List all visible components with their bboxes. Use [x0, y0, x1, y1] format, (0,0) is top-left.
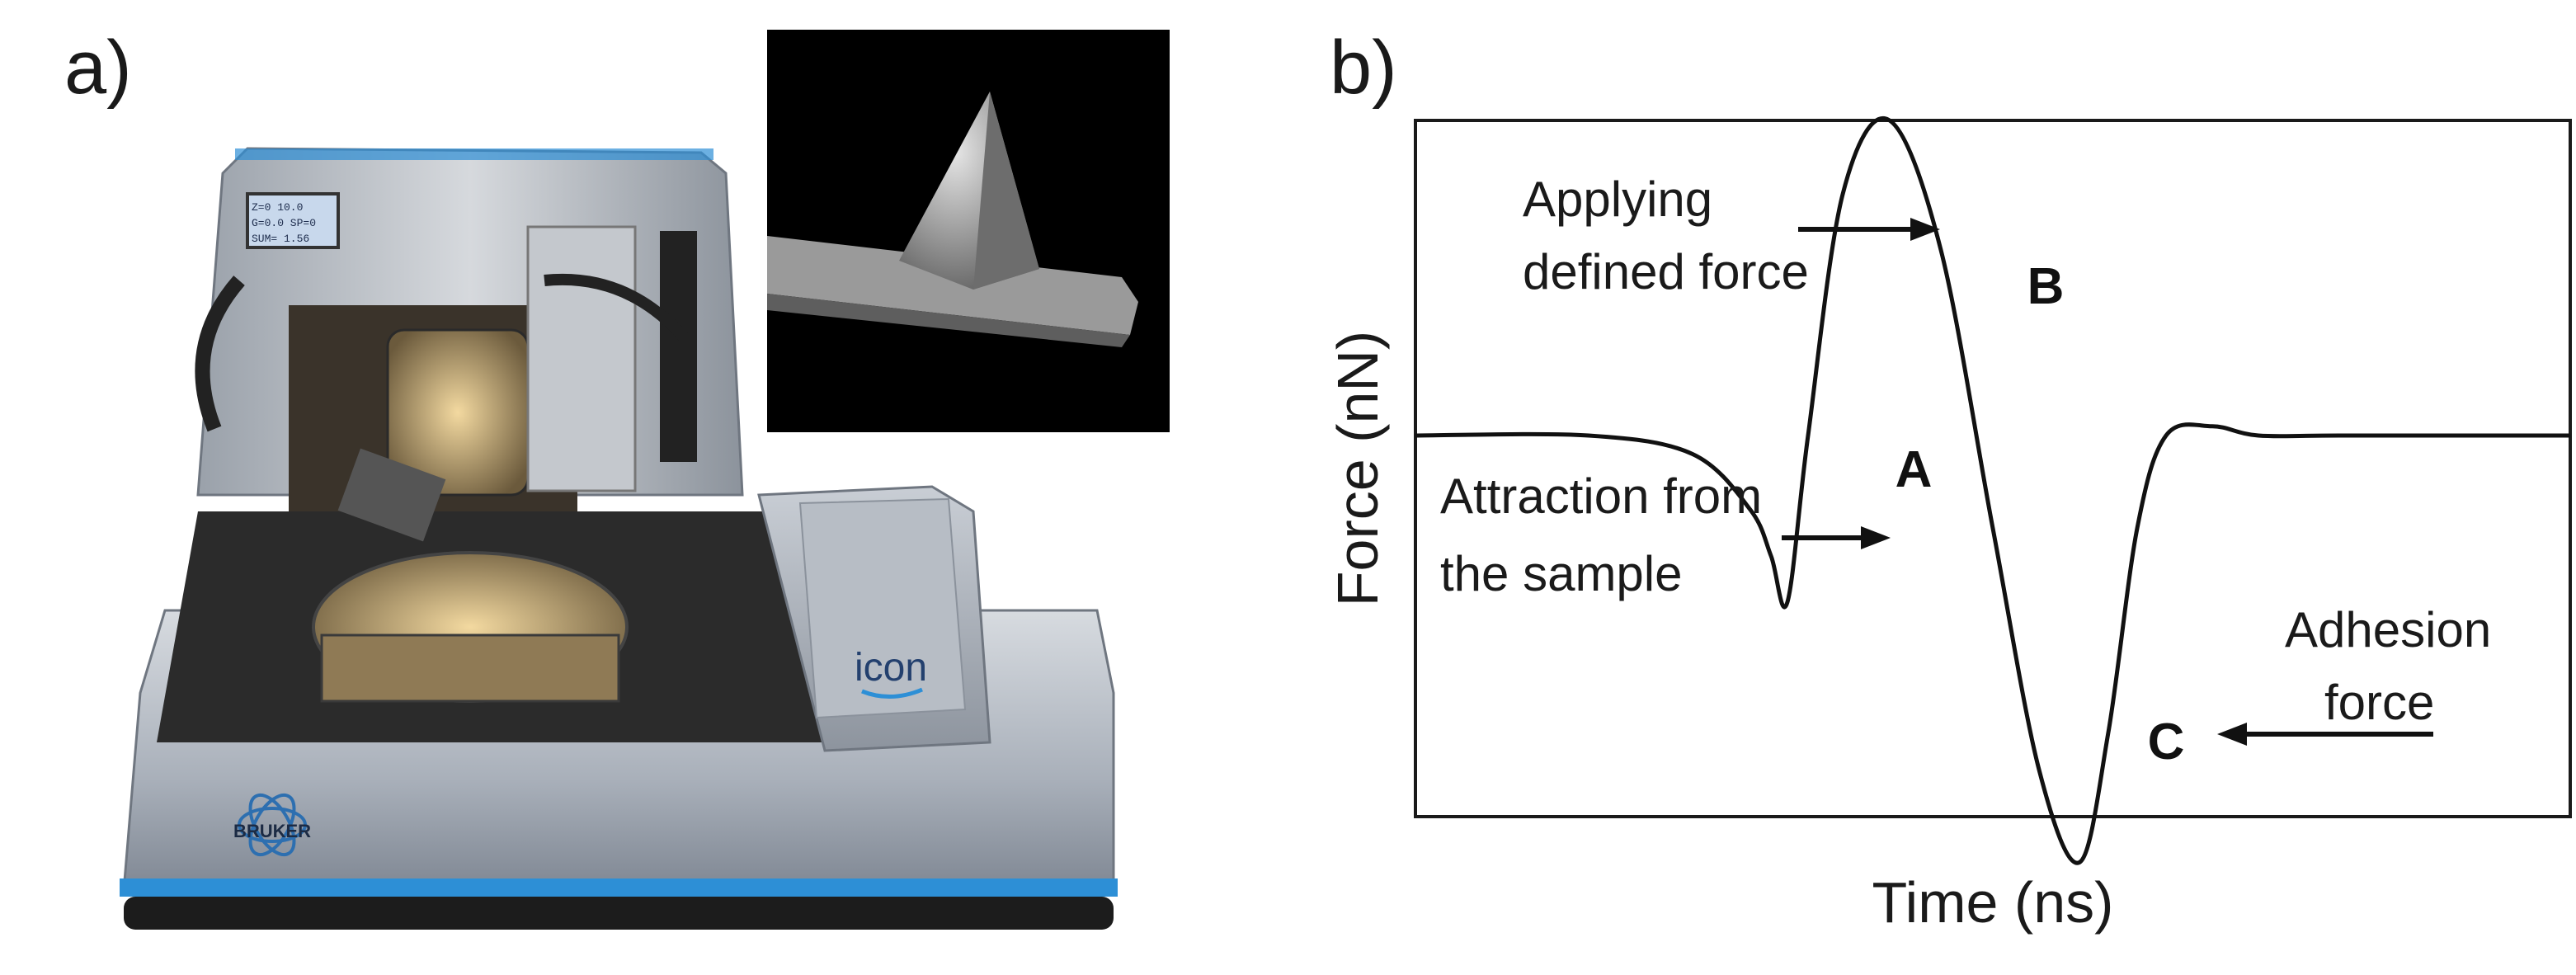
annotation-attraction-line1: Attraction from — [1440, 469, 1762, 524]
panel-a-label: a) — [64, 26, 132, 110]
arrow-attraction — [1782, 526, 1891, 549]
annotation-adhesion-line2: force — [2324, 675, 2434, 730]
x-axis-label: Time (ns) — [1872, 870, 2114, 935]
point-c-label: C — [2148, 714, 2185, 770]
plot-frame — [1414, 119, 2572, 818]
force-curve-line — [1415, 116, 2570, 865]
screen-line-3: SUM= 1.56 — [252, 233, 309, 245]
arrow-adhesion — [2217, 723, 2433, 746]
product-logo: icon — [855, 646, 927, 690]
arrow-applying-force — [1798, 218, 1940, 241]
point-a-label: A — [1896, 441, 1933, 498]
afm-instrument-photo: icon Z=0 10.0 G=0.0 SP=0 SUM= 1.56 BRUKE… — [120, 147, 1118, 930]
annotation-applying-force-line2: defined force — [1523, 244, 1809, 299]
annotation-attraction-line2: the sample — [1440, 546, 1683, 601]
annotation-applying-force-line1: Applying — [1523, 172, 1712, 227]
force-curve-chart: Time (ns) Force (nN) A B C Applying defi… — [1326, 116, 2572, 935]
panel-b-label: b) — [1330, 26, 1397, 110]
screen-line-2: G=0.0 SP=0 — [252, 217, 316, 229]
screen-line-1: Z=0 10.0 — [252, 201, 303, 214]
afm-tip-inset — [767, 30, 1170, 432]
point-b-label: B — [2027, 258, 2065, 315]
brand-logo: BRUKER — [233, 821, 311, 841]
annotation-adhesion-line1: Adhesion — [2285, 602, 2491, 657]
y-axis-label: Force (nN) — [1326, 331, 1390, 606]
